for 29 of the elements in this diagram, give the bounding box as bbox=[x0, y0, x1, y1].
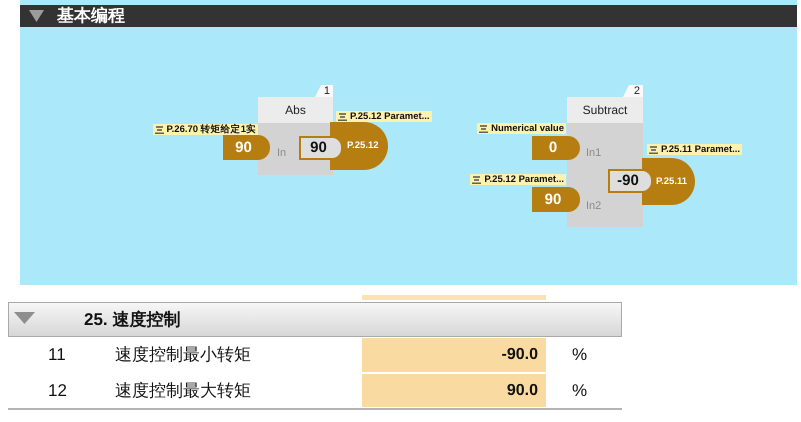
block-number: 1 bbox=[324, 85, 330, 97]
parameter-name: P.25.12 Paramet... bbox=[350, 111, 430, 122]
parameter-value: 90.0 bbox=[362, 374, 546, 407]
block-number: 2 bbox=[634, 85, 640, 97]
parameter-value: -90.0 bbox=[362, 338, 546, 372]
parameter-name: Numerical value bbox=[491, 123, 564, 134]
output-value: -90 bbox=[608, 169, 653, 193]
block-title: Abs bbox=[284, 102, 307, 119]
parameter-name: P.26.70 转矩给定1实 bbox=[166, 124, 256, 135]
row-number: 12 bbox=[48, 380, 67, 402]
output-value: 90 bbox=[299, 136, 343, 160]
parameter-name: 速度控制最大转矩 bbox=[115, 380, 251, 402]
parameter-name: 速度控制最小转矩 bbox=[115, 344, 251, 366]
section-header-bar bbox=[20, 5, 797, 27]
group-title: 25. 速度控制 bbox=[84, 309, 180, 331]
port-label: In1 bbox=[586, 146, 602, 160]
parameter-group-header bbox=[8, 302, 622, 337]
unit: % bbox=[572, 380, 588, 402]
input-pin: 0 bbox=[532, 136, 580, 160]
input-pin: 90 bbox=[223, 135, 270, 160]
parameter-name: P.25.11 Paramet... bbox=[661, 144, 740, 155]
parameter-name: P.25.12 Paramet... bbox=[484, 174, 564, 185]
unit: % bbox=[572, 344, 588, 366]
port-label: In bbox=[277, 146, 286, 160]
block-title: Subtract bbox=[582, 102, 628, 119]
section-title: 基本编程 bbox=[57, 5, 125, 27]
port-label: In2 bbox=[586, 199, 602, 213]
input-pin: 90 bbox=[532, 187, 580, 212]
row-number: 11 bbox=[48, 344, 66, 366]
